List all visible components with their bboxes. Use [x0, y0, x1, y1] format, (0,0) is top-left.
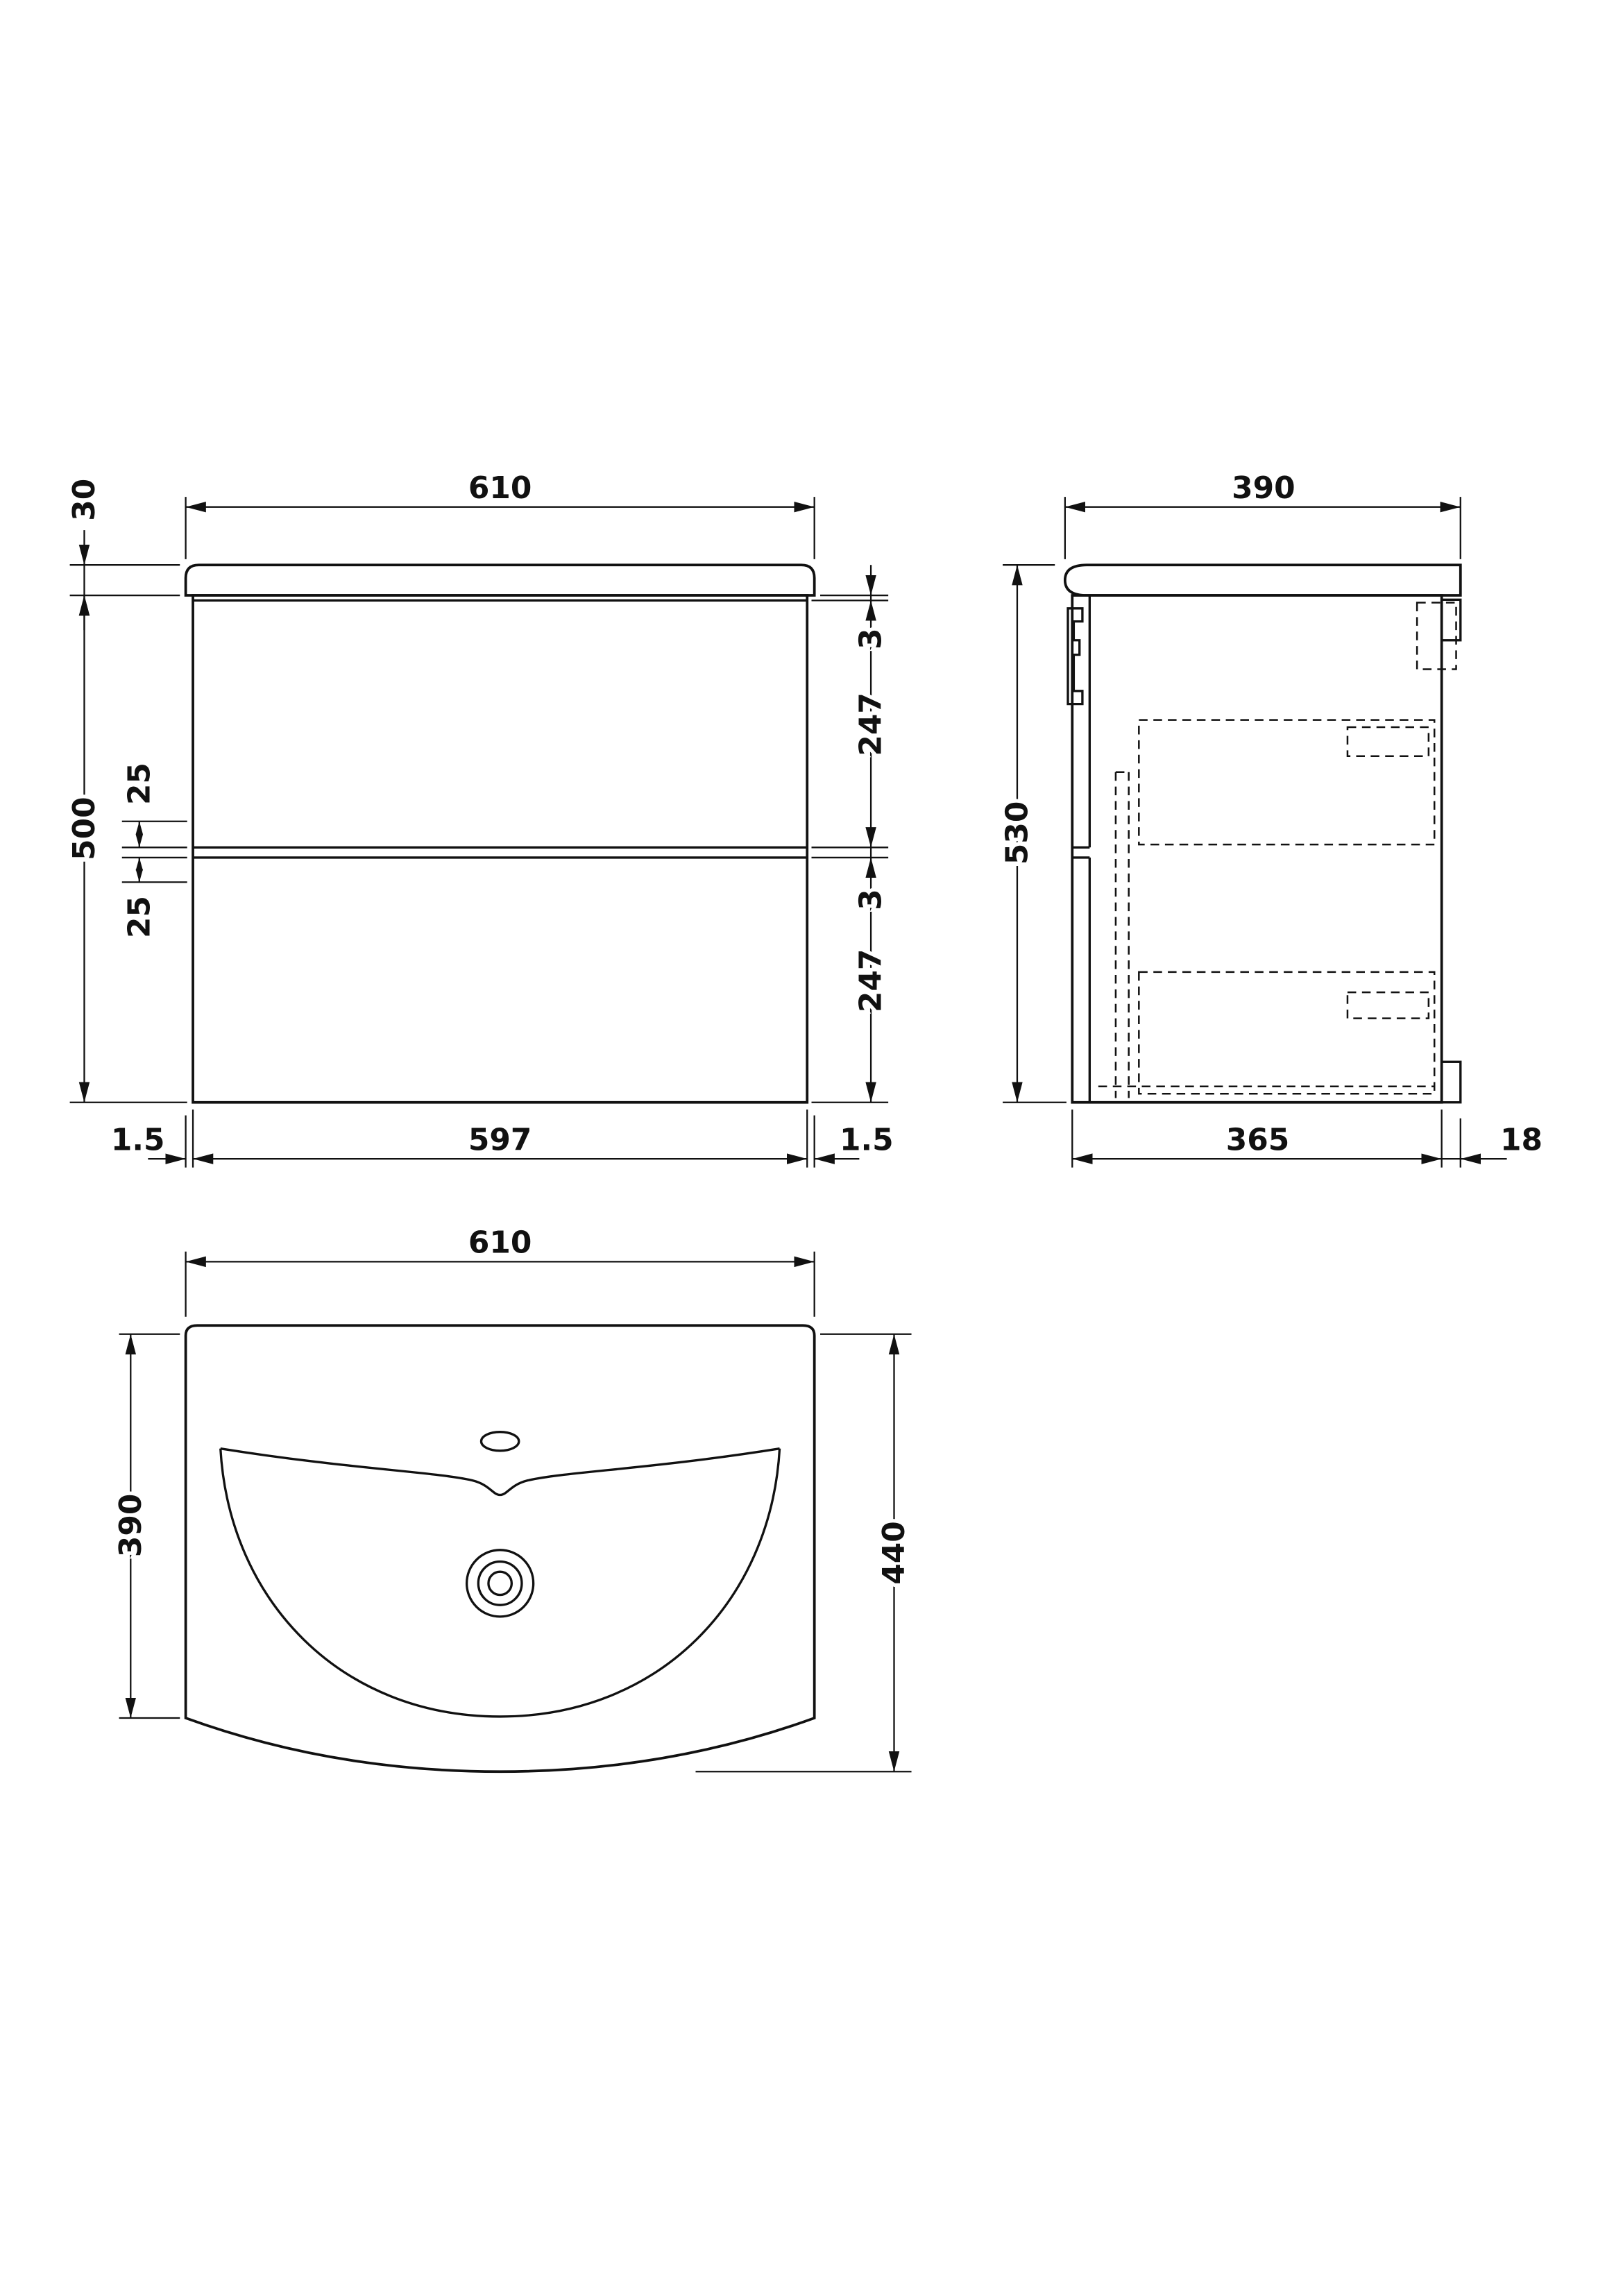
dim-label-front-drawer-top: 247 [853, 692, 889, 756]
plan-waste-drain [465, 1549, 535, 1618]
dim-label-side-cabinet-depth: 365 [1226, 1123, 1290, 1158]
plan-waste-outer-ring [465, 1549, 535, 1618]
side-view: 390 530 365 18 [996, 467, 1546, 1168]
plan-waste-inner-ring [487, 1570, 513, 1597]
side-drawer-box-lower-dashed [1138, 971, 1436, 1095]
dim-plan-overall-depth: 440 [695, 1333, 915, 1773]
dim-label-front-recess-above: 25 [121, 763, 157, 805]
dim-label-side-depth: 390 [1232, 470, 1295, 506]
dim-front-recess: 25 25 [118, 759, 187, 942]
dim-front-right-chain: 3 247 3 247 [811, 565, 892, 1103]
side-back-rail-bottom [1440, 1060, 1462, 1104]
dim-label-plan-overall-depth: 440 [876, 1521, 912, 1584]
dim-label-front-drawer-bottom: 247 [853, 949, 889, 1012]
plan-tap-hole [479, 1431, 520, 1452]
dim-label-plan-width: 610 [468, 1225, 532, 1261]
dim-front-height: 500 [63, 595, 187, 1103]
plan-bowl-rim [219, 1448, 781, 1718]
dim-label-front-gap-mid: 3 [853, 889, 889, 910]
dim-plan-basin-depth: 390 [110, 1333, 180, 1719]
dim-side-height: 530 [996, 564, 1067, 1103]
dim-label-plan-basin-depth: 390 [113, 1494, 148, 1557]
front-view: 610 30 500 25 25 [63, 467, 897, 1168]
dim-label-front-bottom-width: 597 [468, 1123, 532, 1158]
dim-label-front-height: 500 [67, 797, 102, 860]
front-cabinet [192, 594, 809, 1104]
dim-label-front-edge-left: 1.5 [111, 1123, 165, 1158]
dim-label-side-height: 530 [999, 801, 1035, 865]
side-drawer-box-upper-dashed [1138, 719, 1436, 846]
side-cabinet [1071, 594, 1443, 1104]
side-drawer-handle-lower-dashed [1346, 991, 1430, 1019]
side-back-rail-top [1440, 598, 1462, 642]
dim-front-top-width: 610 [185, 467, 815, 559]
dim-label-front-edge-right: 1.5 [840, 1123, 894, 1158]
plan-waste-mid-ring [477, 1560, 523, 1606]
plan-basin-outline [184, 1324, 816, 1774]
dim-label-front-gap-top: 3 [853, 628, 889, 649]
front-counter-top [184, 563, 816, 597]
side-basin-profile [1063, 563, 1462, 597]
side-drawer-handle-upper-dashed [1346, 726, 1430, 758]
side-mounting-clip [1067, 607, 1084, 706]
dim-label-front-top-width: 610 [468, 470, 532, 506]
side-wall-bracket-dashed [1416, 602, 1457, 670]
dim-front-bottom-chain: 1.5 597 1.5 [108, 1109, 897, 1168]
dim-label-front-counter-height: 30 [67, 479, 102, 521]
dim-plan-width: 610 [185, 1222, 815, 1317]
plan-view: 610 390 440 [110, 1222, 915, 1774]
dim-side-bottom-chain: 365 18 [1071, 1109, 1546, 1168]
dim-front-counter-height: 30 [63, 475, 180, 631]
plan-back-deck-curve [220, 1447, 780, 1497]
dim-label-side-back-rail: 18 [1500, 1123, 1543, 1158]
dim-side-depth: 390 [1064, 467, 1461, 559]
dim-label-front-recess-below: 25 [121, 896, 157, 938]
